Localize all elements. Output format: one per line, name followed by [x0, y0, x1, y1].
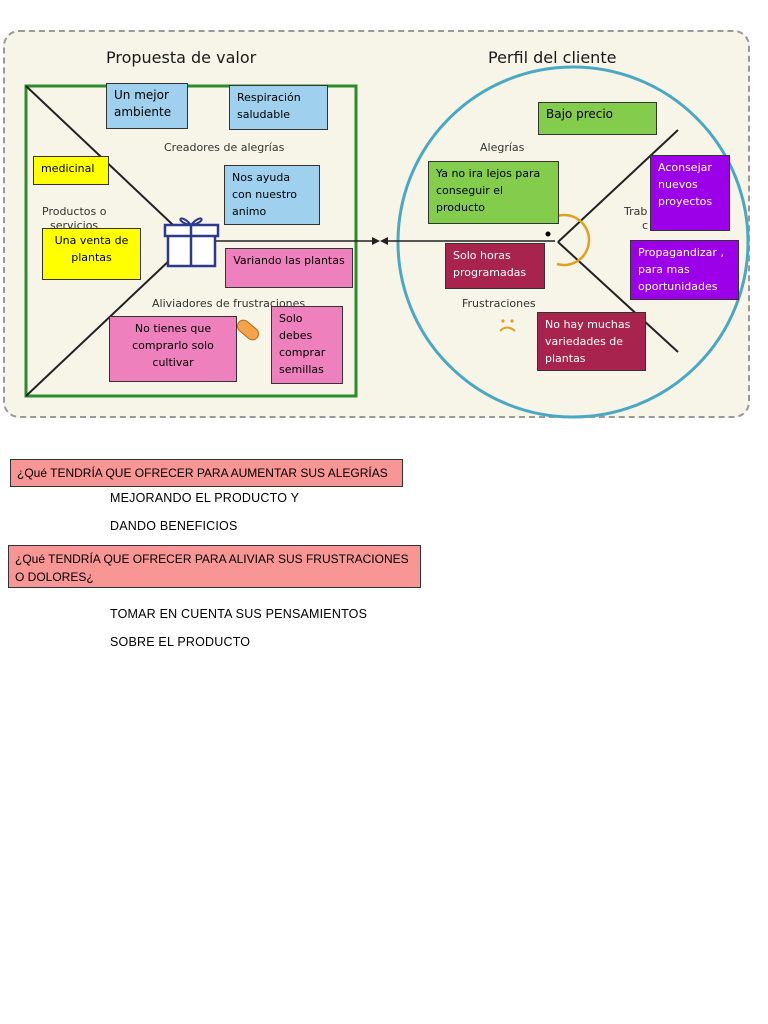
- note-no-ira-lejos: Ya no ira lejos para conseguir el produc…: [428, 161, 559, 224]
- face-eye: [545, 231, 551, 237]
- question-frustraciones: ¿Qué TENDRÍA QUE OFRECER PARA ALIVIAR SU…: [8, 545, 421, 588]
- note-variedades: No hay muchas variedades de plantas: [537, 312, 646, 371]
- pains-label: Frustraciones: [462, 297, 536, 310]
- question-alegrias: ¿Qué TENDRÍA QUE OFRECER PARA AUMENTAR S…: [10, 459, 403, 487]
- note-nos-ayuda: Nos ayuda con nuestro animo: [224, 165, 320, 225]
- answer-alegrias-line2: DANDO BENEFICIOS: [110, 519, 238, 533]
- note-venta-plantas: Una venta de plantas: [42, 228, 141, 280]
- pill-icon: [236, 319, 260, 341]
- gain-creators-label: Creadores de alegrías: [164, 141, 285, 154]
- note-mejor-ambiente: Un mejor ambiente: [106, 83, 188, 129]
- canvas-diagram: [24, 65, 750, 419]
- answer-frustraciones-line1: TOMAR EN CUENTA SUS PENSAMIENTOS: [110, 607, 368, 621]
- note-respiracion-saludable: Respiración saludable: [229, 85, 328, 130]
- note-medicinal: medicinal: [33, 156, 109, 185]
- note-propagandizar: Propagandizar , para mas oportunidades: [630, 240, 739, 300]
- note-no-comprarlo: No tienes que comprarlo solo cultivar: [109, 316, 237, 382]
- customer-face-icon: [556, 213, 591, 267]
- customer-profile-title: Perfil del cliente: [488, 48, 617, 67]
- value-proposition-title: Propuesta de valor: [106, 48, 257, 67]
- sad-face-icon: [499, 319, 516, 332]
- note-aconsejar: Aconsejar nuevos proyectos: [650, 155, 730, 231]
- fit-arrow-left: [380, 237, 388, 245]
- gains-label: Alegrías: [480, 141, 525, 154]
- note-variando-plantas: Variando las plantas: [225, 248, 353, 288]
- answer-alegrias-line1: MEJORANDO EL PRODUCTO Y: [110, 491, 300, 505]
- note-solo-semillas: Solo debes comprar semillas: [271, 306, 343, 384]
- pain-relievers-label: Aliviadores de frustraciones: [152, 297, 306, 310]
- customer-jobs-label: Trab: [624, 205, 648, 218]
- note-solo-horas: Solo horas programadas: [445, 243, 545, 289]
- circle-divider-top: [557, 129, 679, 243]
- products-services-label: Productos o: [42, 205, 107, 218]
- note-bajo-precio: Bajo precio: [538, 102, 657, 135]
- customer-profile-circle: [396, 65, 750, 419]
- answer-frustraciones-line2: SOBRE EL PRODUCTO: [110, 635, 251, 649]
- square-diagonal-bottom: [25, 240, 191, 397]
- gift-icon: [163, 217, 220, 268]
- customer-jobs-label-line2: c: [642, 219, 649, 232]
- fit-arrow-right: [372, 237, 380, 245]
